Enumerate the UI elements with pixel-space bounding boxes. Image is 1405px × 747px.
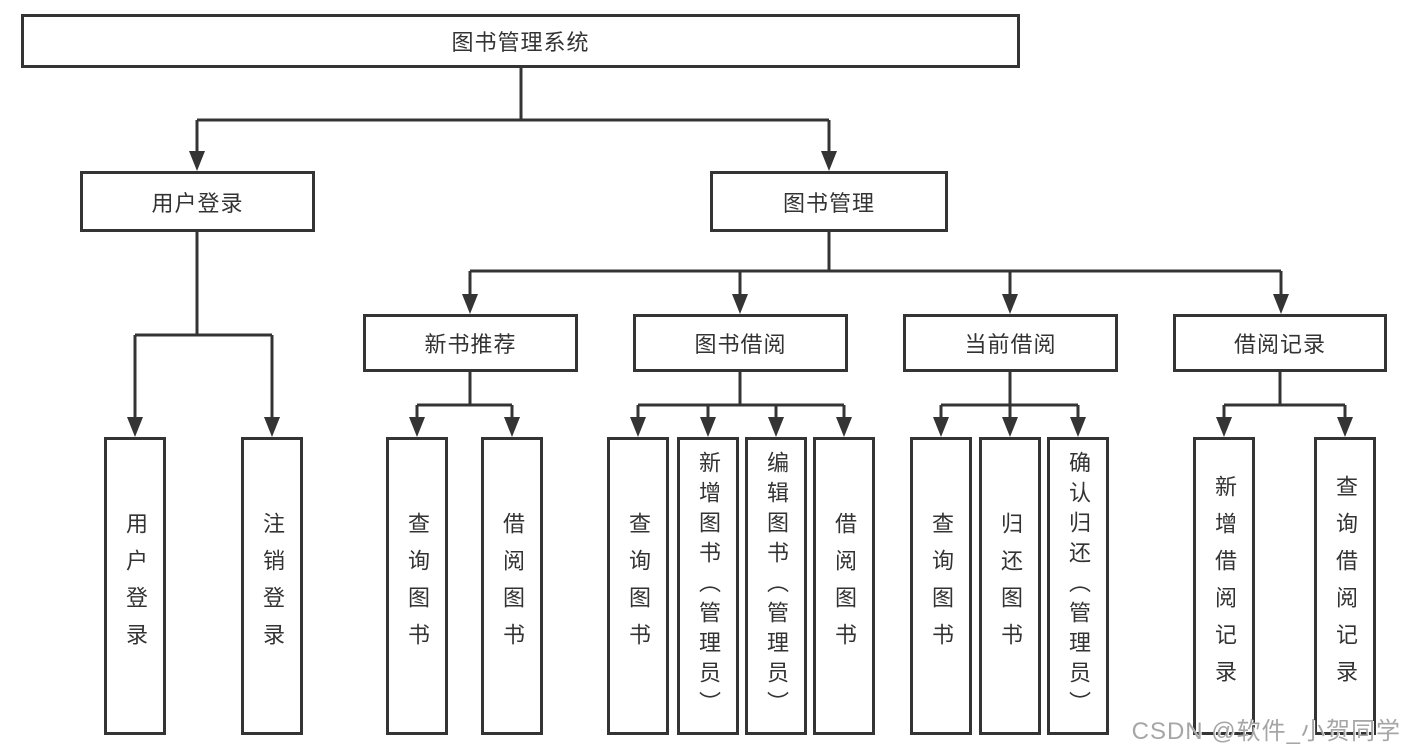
node-book-management: 图书管理 (710, 171, 948, 232)
leaf-label: 查询图书 (929, 512, 954, 660)
leaf-label: 用户登录 (123, 512, 148, 660)
node-current-borrowing: 当前借阅 (903, 314, 1118, 372)
arrow-down-icon (933, 417, 949, 437)
leaf-confirm-return-admin: 确认归还（管理员） (1047, 437, 1109, 735)
connector-new-book-to-leaves (415, 372, 514, 419)
node-label: 新书推荐 (424, 332, 517, 357)
leaf-label: 查询图书 (626, 512, 651, 660)
leaf-label: 归还图书 (998, 512, 1023, 660)
leaf-label: 借阅图书 (500, 512, 525, 660)
node-label: 用户登录 (151, 190, 244, 216)
arrow-down-icon (1337, 417, 1353, 437)
leaf-label: 查询图书 (405, 512, 430, 660)
leaf-borrow-books-recommend: 借阅图书 (481, 437, 543, 735)
leaf-label: 新增借阅记录 (1212, 475, 1237, 697)
arrow-down-icon (732, 294, 748, 314)
leaf-edit-book-admin: 编辑图书（管理员） (745, 437, 807, 735)
leaf-query-books-current: 查询图书 (910, 437, 972, 735)
node-user-login: 用户登录 (80, 171, 315, 232)
leaf-label: 注销登录 (260, 512, 285, 660)
arrow-down-icon (836, 417, 852, 437)
node-library-management-system: 图书管理系统 (21, 14, 1020, 68)
connector-user-login-to-leaves (133, 232, 274, 419)
arrow-down-icon (821, 151, 837, 171)
leaf-user-login: 用户登录 (104, 437, 166, 735)
node-label: 当前借阅 (964, 332, 1057, 357)
arrow-down-icon (1002, 417, 1018, 437)
leaf-borrow-books: 借阅图书 (813, 437, 875, 735)
leaf-label: 借阅图书 (832, 512, 857, 660)
arrow-down-icon (700, 417, 716, 437)
csdn-watermark: CSDN @软件_小贺同学 (1131, 718, 1401, 745)
arrow-down-icon (264, 417, 280, 437)
leaf-label: 确认归还（管理员） (1066, 451, 1091, 721)
node-label: 图书管理 (782, 190, 875, 216)
connector-book-borrow-to-leaves (636, 372, 846, 419)
node-label: 图书借阅 (694, 332, 787, 357)
leaf-logout-login: 注销登录 (241, 437, 303, 735)
leaf-label: 新增图书（管理员） (696, 451, 721, 721)
arrowheads (127, 151, 1353, 437)
arrow-down-icon (127, 417, 143, 437)
connector-current-borrow-to-leaves (939, 372, 1080, 419)
node-book-borrowing: 图书借阅 (633, 314, 848, 372)
arrow-down-icon (1273, 294, 1289, 314)
arrow-down-icon (1070, 417, 1086, 437)
node-label: 借阅记录 (1233, 332, 1326, 357)
connector-borrow-records-to-leaves (1222, 372, 1347, 419)
arrow-down-icon (768, 417, 784, 437)
arrow-down-icon (504, 417, 520, 437)
leaf-add-borrow-record: 新增借阅记录 (1193, 437, 1255, 735)
connector-root-to-level2 (195, 68, 831, 153)
arrow-down-icon (409, 417, 425, 437)
leaf-add-book-admin: 新增图书（管理员） (677, 437, 739, 735)
arrow-down-icon (630, 417, 646, 437)
node-borrowing-records: 借阅记录 (1173, 314, 1387, 372)
arrow-down-icon (1216, 417, 1232, 437)
arrow-down-icon (189, 151, 205, 171)
arrow-down-icon (462, 294, 478, 314)
arrow-down-icon (1002, 294, 1018, 314)
leaf-query-books-recommend: 查询图书 (386, 437, 448, 735)
node-new-book-recommendation: 新书推荐 (363, 314, 578, 372)
node-label: 图书管理系统 (451, 30, 590, 55)
leaf-label: 查询借阅记录 (1333, 475, 1358, 697)
leaf-query-books-borrow: 查询图书 (607, 437, 669, 735)
connector-book-management-to-level3 (468, 232, 1283, 296)
leaf-return-books: 归还图书 (979, 437, 1041, 735)
leaf-query-borrow-record: 查询借阅记录 (1314, 437, 1376, 735)
leaf-label: 编辑图书（管理员） (764, 451, 789, 721)
